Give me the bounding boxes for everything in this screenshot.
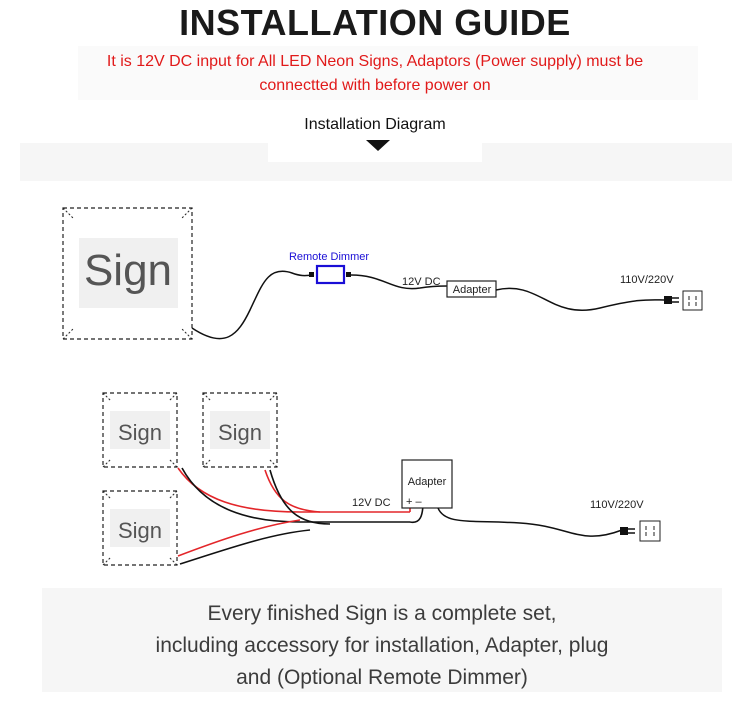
sign-box-3: Sign: [102, 490, 178, 566]
sign-label-2: Sign: [218, 420, 262, 445]
plug-outlet-2: [620, 520, 661, 542]
footer-note: Every finished Sign is a complete set, i…: [42, 598, 722, 694]
wire-adapter-to-plug-1: [495, 287, 668, 311]
remote-dimmer: Remote Dimmer: [289, 251, 369, 285]
wire-sign-to-dimmer: [191, 270, 315, 340]
adapter-label-2: Adapter: [408, 476, 447, 488]
diagram-multi-sign: Sign Sign Sign: [102, 392, 661, 566]
power-notice: It is 12V DC input for All LED Neon Sign…: [40, 50, 710, 98]
voltage-dc-label-2: 12V DC: [352, 497, 391, 509]
voltage-ac-label-2: 110V/220V: [590, 499, 644, 511]
sign-label-1: Sign: [118, 420, 162, 445]
diagram-single-sign: Sign Remote Dimmer 12V DC Adapter 110V/2…: [62, 207, 703, 340]
polarity-label: + –: [406, 496, 422, 508]
footer-line-2: including accessory for installation, Ad…: [155, 634, 609, 657]
sign-label-3: Sign: [118, 518, 162, 543]
notice-line-1: It is 12V DC input for All LED Neon Sign…: [106, 53, 644, 70]
diagram-heading: Installation Diagram: [304, 116, 446, 133]
dimmer-label: Remote Dimmer: [289, 251, 369, 263]
voltage-dc-label-1: 12V DC: [402, 276, 441, 288]
sign-label-large: Sign: [84, 246, 172, 295]
page-title: INSTALLATION GUIDE: [179, 2, 571, 43]
sign-box-2: Sign: [202, 392, 278, 468]
adapter-box-1: Adapter: [446, 280, 497, 298]
sign-box-large: Sign: [62, 207, 193, 340]
sign-box-1: Sign: [102, 392, 178, 468]
voltage-ac-label-1: 110V/220V: [620, 274, 674, 286]
footer-line-3: and (Optional Remote Dimmer): [236, 666, 528, 689]
footer-background: [42, 588, 722, 692]
adapter-box-2: Adapter + –: [401, 459, 453, 509]
notice-background: [78, 46, 698, 100]
adapter-label-1: Adapter: [453, 284, 492, 296]
wire-adapter-to-plug-2: [437, 507, 623, 537]
down-arrow-icon: [366, 140, 390, 151]
wire-dimmer-to-adapter: [350, 274, 448, 290]
plug-outlet-1: [664, 290, 703, 311]
notice-line-2: connectted with before power on: [259, 77, 491, 94]
footer-line-1: Every finished Sign is a complete set,: [207, 602, 557, 625]
wire-bundle: [177, 467, 424, 565]
diagram-tab: [268, 110, 482, 162]
